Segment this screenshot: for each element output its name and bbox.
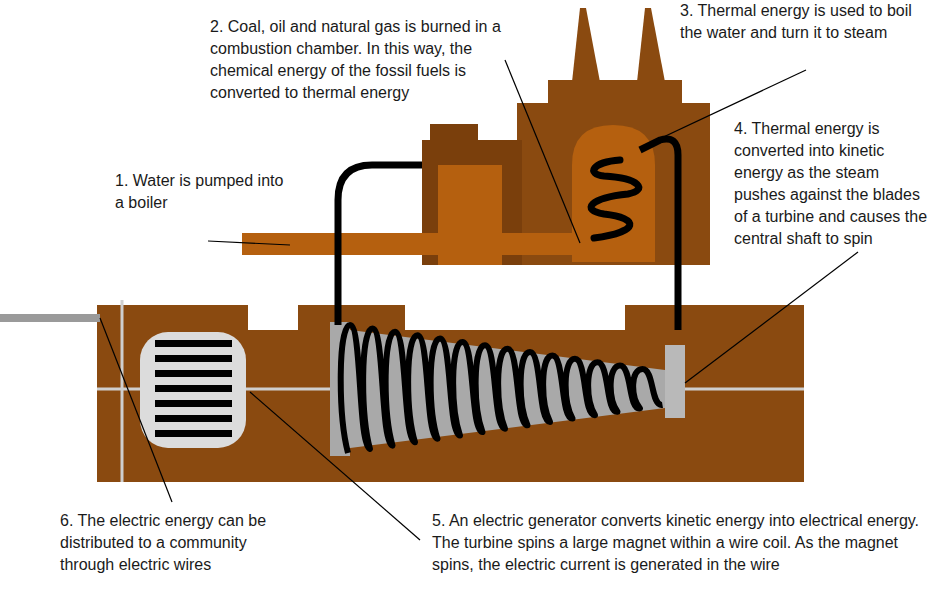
chimney <box>637 8 665 82</box>
turbine-end <box>665 345 685 418</box>
magnet-bar <box>155 430 232 437</box>
power-line <box>0 314 100 322</box>
generator <box>140 332 246 448</box>
steam-pipe <box>338 165 422 325</box>
pole-line <box>121 300 124 482</box>
callout-text: 6. The electric energy can be distribute… <box>58 510 280 576</box>
turbine-blades <box>341 325 663 453</box>
magnet-bar <box>155 355 232 362</box>
magnet-bar <box>155 415 232 422</box>
water-pipe <box>242 233 582 255</box>
magnet-bar <box>155 400 232 407</box>
callout-text: 4. Thermal energy is converted into kine… <box>732 118 932 250</box>
turbine <box>330 322 665 456</box>
magnet-bar <box>155 385 232 392</box>
leader-line <box>100 318 172 502</box>
callout-text: 1. Water is pumped into a boiler <box>113 170 288 214</box>
leader-line <box>685 252 858 383</box>
steam-pipe <box>640 139 678 330</box>
chimney <box>572 8 600 82</box>
magnet-bar <box>155 340 232 347</box>
boiler-coil <box>591 160 639 238</box>
callout-text: 5. An electric generator converts kineti… <box>430 510 932 576</box>
generator-hall <box>97 305 804 482</box>
turbine-coil <box>341 325 663 453</box>
plant-roof <box>548 80 682 106</box>
leader-line <box>505 60 580 243</box>
callout-text: 3. Thermal energy is used to boil the wa… <box>678 0 932 44</box>
callout-text: 2. Coal, oil and natural gas is burned i… <box>208 16 503 104</box>
generator-bars <box>155 340 232 437</box>
magnet-bar <box>155 370 232 377</box>
leader-line <box>208 241 290 245</box>
